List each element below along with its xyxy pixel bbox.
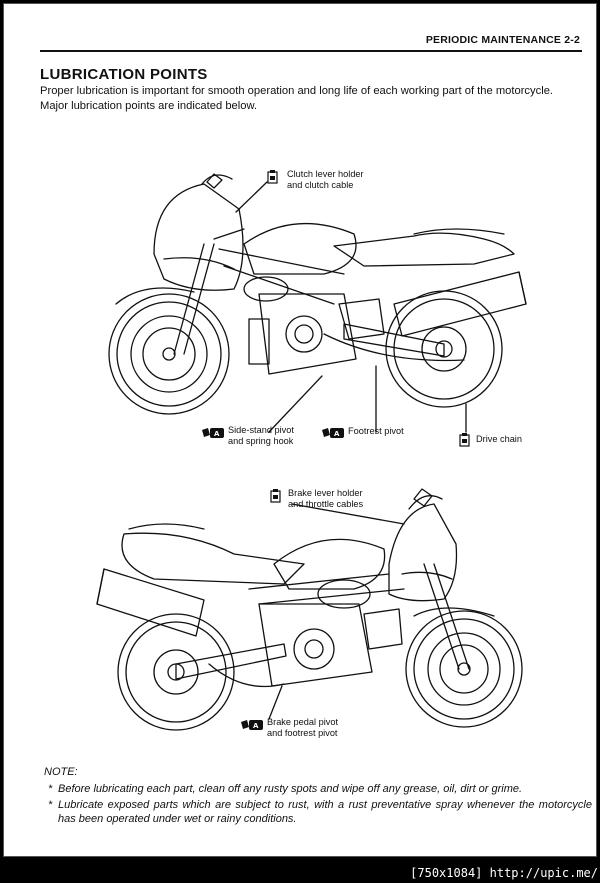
callout-clutch-lever: Clutch lever holder and clutch cable [267, 169, 407, 193]
callout-brake-pedal-line1: Brake pedal pivot [267, 717, 338, 727]
note-bullet: * [48, 799, 53, 811]
callout-clutch-line2: and clutch cable [287, 180, 354, 190]
motorcycle-right-side-figure [96, 173, 527, 731]
note-bullet: * [48, 783, 53, 795]
callout-clutch-line1: Clutch lever holder [287, 169, 364, 179]
oil-can-icon [270, 489, 281, 503]
grease-gun-icon: A [241, 720, 263, 730]
note-item: * Lubricate exposed parts which are subj… [48, 798, 592, 826]
intro-paragraph-2: Major lubrication points are indicated b… [40, 100, 258, 112]
header-title: PERIODIC MAINTENANCE 2-2 [425, 34, 580, 46]
oil-can-icon [459, 433, 470, 447]
intro-text: Proper lubrication is important for smoo… [40, 84, 586, 114]
callout-brake-pedal-line2: and footrest pivot [267, 728, 338, 738]
note-text: Before lubricating each part, clean off … [58, 783, 523, 795]
intro-paragraph-1: Proper lubrication is important for smoo… [40, 85, 554, 97]
manual-page: PERIODIC MAINTENANCE 2-2 LUBRICATION POI… [3, 3, 597, 857]
note-heading: NOTE: [44, 766, 78, 778]
callout-footrest-label: Footrest pivot [348, 426, 404, 436]
callout-brake-lever-line2: and throttle cables [288, 499, 364, 509]
svg-text:A: A [214, 430, 220, 438]
page-header: PERIODIC MAINTENANCE 2-2 [40, 34, 582, 52]
note-item: * Before lubricating each part, clean of… [48, 782, 592, 796]
callout-drive-chain: Drive chain [459, 432, 569, 448]
callout-brake-lever-line1: Brake lever holder [288, 488, 363, 498]
section-title: LUBRICATION POINTS [40, 66, 208, 83]
oil-can-icon [267, 170, 278, 184]
callout-sidestand-line1: Side-stand pivot [228, 425, 294, 435]
callout-drive-chain-label: Drive chain [476, 434, 522, 444]
svg-text:A: A [253, 722, 259, 730]
svg-text:A: A [334, 430, 340, 438]
note-text: Lubricate exposed parts which are subjec… [58, 799, 592, 825]
grease-gun-icon: A [322, 428, 344, 438]
callout-sidestand-line2: and spring hook [228, 436, 294, 446]
callout-footrest: A Footrest pivot [322, 425, 432, 439]
callout-brake-pedal: A Brake pedal pivot and footrest pivot [241, 717, 371, 741]
note-list: * Before lubricating each part, clean of… [48, 782, 592, 828]
callout-brake-lever: Brake lever holder and throttle cables [270, 488, 410, 512]
callout-side-stand: A Side-stand pivot and spring hook [202, 425, 322, 449]
grease-gun-icon: A [202, 428, 224, 438]
image-host-badge: [750x1084] http://upic.me/ [410, 866, 598, 880]
